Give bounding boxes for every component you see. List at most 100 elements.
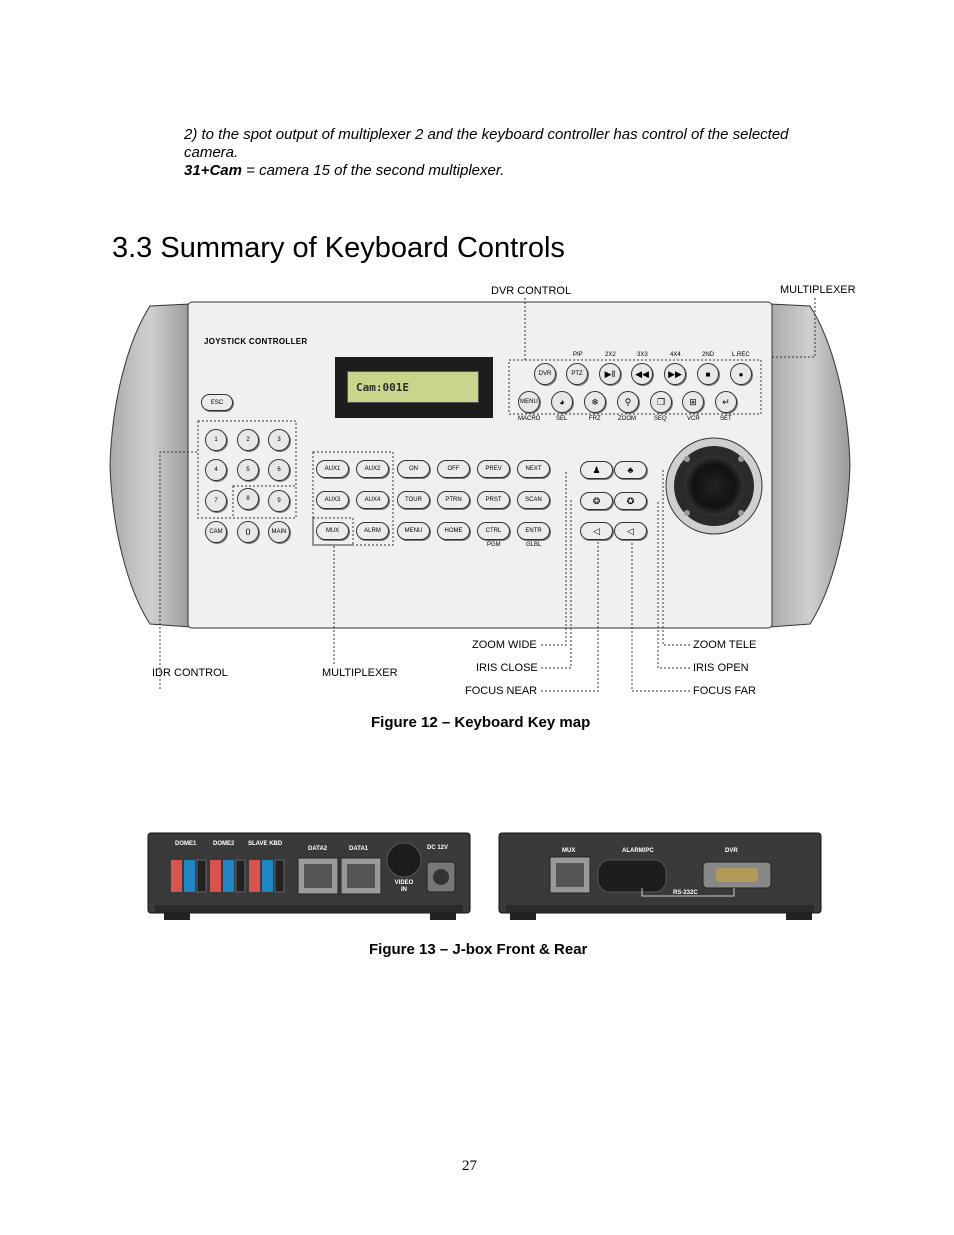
rewind-key[interactable]: ◀◀ <box>631 363 653 385</box>
next-key[interactable]: NEXT <box>517 460 550 478</box>
joystick-knob <box>684 456 744 516</box>
iris-close-icon: ❂ <box>592 495 601 506</box>
callout-focus-near: FOCUS NEAR <box>465 685 538 697</box>
aux1-key[interactable]: AUX1 <box>316 460 349 478</box>
zoom-wide-icon: ♟ <box>592 464 601 475</box>
num-key-7[interactable]: 7 <box>205 490 227 512</box>
aux4-key[interactable]: AUX4 <box>356 491 389 509</box>
ctrl-key[interactable]: CTRL <box>477 522 510 540</box>
callout-multiplexer-top: MULTIPLEXER <box>780 284 856 296</box>
dvr-label-vcr: VCR <box>687 416 700 422</box>
iris-open-icon: ✪ <box>626 495 635 506</box>
aux-box <box>312 451 394 546</box>
callout-zoom-wide: ZOOM WIDE <box>472 639 537 651</box>
num-key-6[interactable]: 6 <box>268 459 290 481</box>
page-number: 27 <box>462 1158 477 1174</box>
ptz-key[interactable]: PTZ <box>566 363 588 385</box>
intro-bold: 31+Cam <box>184 162 242 179</box>
jbox-label-alarm-pc: ALARM/PC <box>622 848 654 854</box>
dvr-label-sel: SEL <box>556 416 568 422</box>
jbox-label-mux: MUX <box>562 848 576 854</box>
prev-key[interactable]: PREV <box>477 460 510 478</box>
fast-forward-key[interactable]: ▶▶ <box>664 363 686 385</box>
focus-far-icon: ◁ <box>627 525 634 536</box>
left-wing <box>109 303 191 628</box>
lcd-text: Cam:001E <box>347 371 479 403</box>
focus-near-key[interactable]: ◁ <box>580 522 613 540</box>
jbox-label-video-in: VIDEO IN <box>394 880 414 893</box>
focus-near-icon: ◁ <box>593 525 600 536</box>
off-key[interactable]: OFF <box>437 460 470 478</box>
scan-key[interactable]: SCAN <box>517 491 550 509</box>
aux3-key[interactable]: AUX3 <box>316 491 349 509</box>
dvr-label-seq: SEQ <box>654 416 667 422</box>
jbox-label-dvr: DVR <box>725 848 738 854</box>
dvr-menu-key[interactable]: MENU <box>518 391 540 413</box>
tour-key[interactable]: TOUR <box>397 491 430 509</box>
num-key-3[interactable]: 3 <box>268 429 290 451</box>
figure12-caption: Figure 12 – Keyboard Key map <box>371 714 591 731</box>
magnifier-icon: ⚲ <box>624 396 632 407</box>
num-key-4[interactable]: 4 <box>205 459 227 481</box>
num-key-0[interactable]: 0 <box>237 521 259 543</box>
set-key[interactable]: ↵ <box>715 391 737 413</box>
mux-key[interactable]: MUX <box>316 522 349 540</box>
dvr-key[interactable]: DVR <box>534 363 556 385</box>
intro-line1: 2) to the spot output of multiplexer 2 a… <box>184 126 789 161</box>
num-key-9[interactable]: 9 <box>268 490 290 512</box>
callout-idr-control: IDR CONTROL <box>152 667 228 679</box>
record-key[interactable]: ● <box>730 363 752 385</box>
intro-line2: 31+Cam = camera 15 of the second multipl… <box>184 162 844 180</box>
dvr-label-4x4: 4X4 <box>670 352 681 358</box>
iris-open-key[interactable]: ✪ <box>614 492 647 510</box>
num-key-1[interactable]: 1 <box>205 429 227 451</box>
dvr-label-lrec: L.REC <box>732 352 750 358</box>
vcr-key[interactable]: ⊞ <box>682 391 704 413</box>
lcd-display: Cam:001E <box>335 357 493 418</box>
num-key-5[interactable]: 5 <box>237 459 259 481</box>
jbox-label-slave-kbd: SLAVE KBD <box>248 841 283 847</box>
play-pause-key[interactable]: ▶‖ <box>599 363 621 385</box>
cam-key[interactable]: CAM <box>205 521 227 543</box>
focus-far-key[interactable]: ◁ <box>614 522 647 540</box>
zoom-key[interactable]: ⚲ <box>617 391 639 413</box>
macro-sel-key[interactable]: ◕ <box>551 391 573 413</box>
enter-icon: ↵ <box>722 396 730 407</box>
seq-key[interactable]: ❐ <box>650 391 672 413</box>
num-key-2[interactable]: 2 <box>237 429 259 451</box>
sequence-icon: ❐ <box>656 396 666 407</box>
video-in-port <box>386 842 422 878</box>
main-key[interactable]: MAIN <box>268 521 290 543</box>
aux2-key[interactable]: AUX2 <box>356 460 389 478</box>
home-key[interactable]: HOME <box>437 522 470 540</box>
iris-close-key[interactable]: ❂ <box>580 492 613 510</box>
alarm-pc-port <box>597 859 667 893</box>
frz-key[interactable]: ❄ <box>584 391 606 413</box>
prst-key[interactable]: PRST <box>477 491 510 509</box>
dvr-label-frz: FRZ <box>589 416 601 422</box>
right-wing <box>769 303 851 628</box>
jbox-label-dc12v: DC 12V <box>427 845 449 851</box>
callout-multiplexer-bottom: MULTIPLEXER <box>322 667 398 679</box>
intro-line2-text: = camera 15 of the second multiplexer. <box>241 162 505 179</box>
jbox-label-data1: DATA1 <box>349 846 369 852</box>
menu-key[interactable]: MENU <box>397 522 430 540</box>
num-key-8[interactable]: 8 <box>237 488 259 510</box>
numpad-89-box <box>232 485 297 519</box>
callout-iris-close: IRIS CLOSE <box>476 662 538 674</box>
dvr-label-3x3: 3X3 <box>637 352 648 358</box>
on-key[interactable]: ON <box>397 460 430 478</box>
esc-key[interactable]: ESC <box>201 394 233 411</box>
dvr-label-pip: PIP <box>573 352 583 358</box>
entr-key[interactable]: ENTR <box>517 522 550 540</box>
ptrn-key[interactable]: PTRN <box>437 491 470 509</box>
dvr-label-macro: MACRO <box>518 416 541 422</box>
sel-icon: ◕ <box>559 397 565 407</box>
stop-key[interactable]: ■ <box>697 363 719 385</box>
freeze-icon: ❄ <box>591 396 599 407</box>
zoom-wide-key[interactable]: ♟ <box>580 461 613 479</box>
alrm-key[interactable]: ALRM <box>356 522 389 540</box>
zoom-tele-key[interactable]: ♣ <box>614 461 647 479</box>
stop-icon: ■ <box>705 369 711 379</box>
